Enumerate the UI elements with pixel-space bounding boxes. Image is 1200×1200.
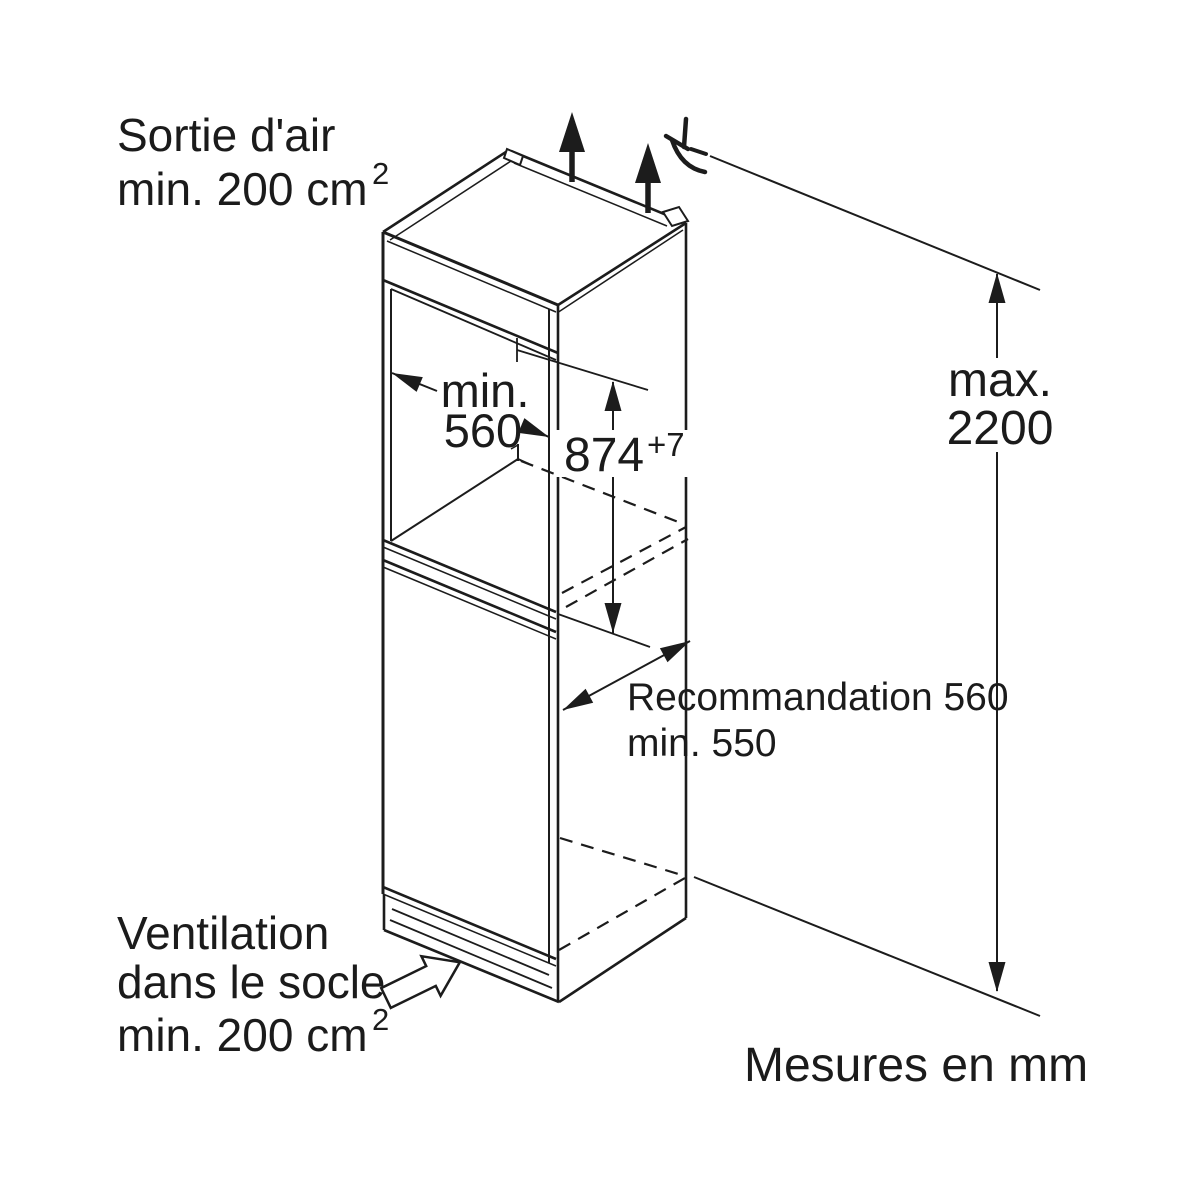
plinth-recess-top-edge (391, 908, 550, 976)
top-face-left-edge-inner (389, 160, 512, 241)
niche-height-tolerance: +7 (647, 426, 685, 463)
plinth-ventilation: Ventilation dans le socle min. 200 cm 2 (117, 907, 462, 1061)
plinth-vent-superscript: 2 (372, 1002, 389, 1037)
niche-width-label-line2: 560 (444, 404, 522, 457)
top-face-right-edge-inner (556, 229, 684, 314)
door-bottom-edge (382, 885, 557, 961)
top-face-back-edge-inner (513, 162, 668, 227)
niche-width-label-line1: min. (441, 364, 530, 417)
dim-niche-width: min. 560 (391, 364, 550, 457)
cable-mark-stroke-2 (663, 133, 691, 152)
cable-mark-stroke-1 (681, 116, 689, 150)
arrowhead-up (988, 273, 1006, 303)
arrowhead-down (988, 962, 1006, 992)
top-face-back-edge (510, 149, 687, 225)
max-height-label-line1: max. (948, 354, 1052, 407)
plinth (382, 885, 560, 1004)
air-outlet-line1: Sortie d'air (117, 109, 335, 161)
dim-niche-height: 874 +7 (516, 338, 692, 648)
top-face-front-edge (382, 230, 559, 307)
cabinet-top-face (382, 147, 690, 314)
top-vent-notch-right (661, 205, 690, 228)
right-face-bottom-edge (558, 916, 687, 1004)
hollow-up-right-arrow-icon (379, 954, 462, 1010)
cable-position-mark-icon (663, 116, 708, 175)
arrowhead-up (604, 381, 622, 411)
cable-mark-stroke-4 (689, 147, 708, 156)
air-outlet-line2: min. 200 cm (117, 163, 368, 215)
arrowhead-up-left (392, 373, 423, 392)
niche-floor-corner-hook (510, 444, 519, 450)
up-arrow-icon-head (559, 112, 585, 152)
niche-floor-front-edge (382, 538, 557, 614)
depth-label-line1: Recommandation 560 (627, 676, 1009, 719)
label-background (556, 430, 692, 477)
extension-line-top (709, 155, 1041, 291)
air-outlet-superscript: 2 (372, 156, 389, 191)
niche-floor-back-edge-hidden (520, 459, 687, 527)
niche-floor-front-edge-inner (382, 546, 557, 620)
top-face-front-edge-inner (386, 240, 557, 313)
top-vent-notch-left (502, 147, 525, 167)
niche-height-value: 874 (564, 429, 644, 482)
hidden-edges (520, 459, 689, 951)
plinth-vent-line3: min. 200 cm (117, 1009, 368, 1061)
top-face-left-edge (382, 148, 510, 234)
door-top-edge (382, 558, 557, 634)
extension-line-bottom (693, 876, 1041, 1017)
air-outlet-arrows (559, 112, 661, 213)
max-height-label-line2: 2200 (947, 402, 1054, 455)
cabinet-right-face (558, 223, 688, 1004)
arrowhead-down-right (518, 418, 549, 437)
niche-height-ext-bottom (557, 613, 651, 648)
units-note: Mesures en mm (744, 1039, 1088, 1092)
up-arrow-icon-head (635, 143, 661, 183)
plinth-vent-line1: Ventilation (117, 907, 329, 959)
arrowhead-up-right (659, 641, 690, 663)
cabinet-front-face (381, 232, 560, 1001)
air-outlet-label: Sortie d'air min. 200 cm 2 (117, 109, 389, 215)
niche-top-inner-edge (390, 288, 557, 361)
dim-depth: Recommandation 560 min. 550 (562, 640, 1009, 765)
cable-mark-stroke-3 (669, 137, 708, 175)
niche-height-ext-top (516, 349, 649, 391)
plinth-bottom-edge (383, 928, 560, 1004)
plinth-back-edge-hidden-2 (558, 877, 686, 951)
door-bottom-edge-inner (382, 893, 557, 967)
niche-floor-left-edge (390, 458, 519, 542)
plinth-strip-edge (389, 919, 553, 989)
top-face-right-edge (557, 221, 687, 307)
depth-label-line2: min. 550 (627, 722, 777, 765)
units-note-text: Mesures en mm (744, 1039, 1088, 1092)
cabinet-drawing (381, 147, 690, 1004)
niche-floor (382, 444, 557, 640)
niche-floor-bottom-edge-hidden-1 (561, 526, 687, 594)
plinth-vent-line2: dans le socle (117, 956, 386, 1008)
arrowhead-down (604, 603, 622, 633)
plinth-back-edge-hidden-1 (559, 836, 686, 878)
top-rail-bottom-edge (382, 278, 559, 355)
dim-max-height: max. 2200 (693, 155, 1054, 1017)
niche-floor-bottom-edge-hidden-2 (565, 538, 689, 608)
arrowhead-down-left (563, 688, 594, 710)
door-top-edge-inner (382, 566, 557, 640)
